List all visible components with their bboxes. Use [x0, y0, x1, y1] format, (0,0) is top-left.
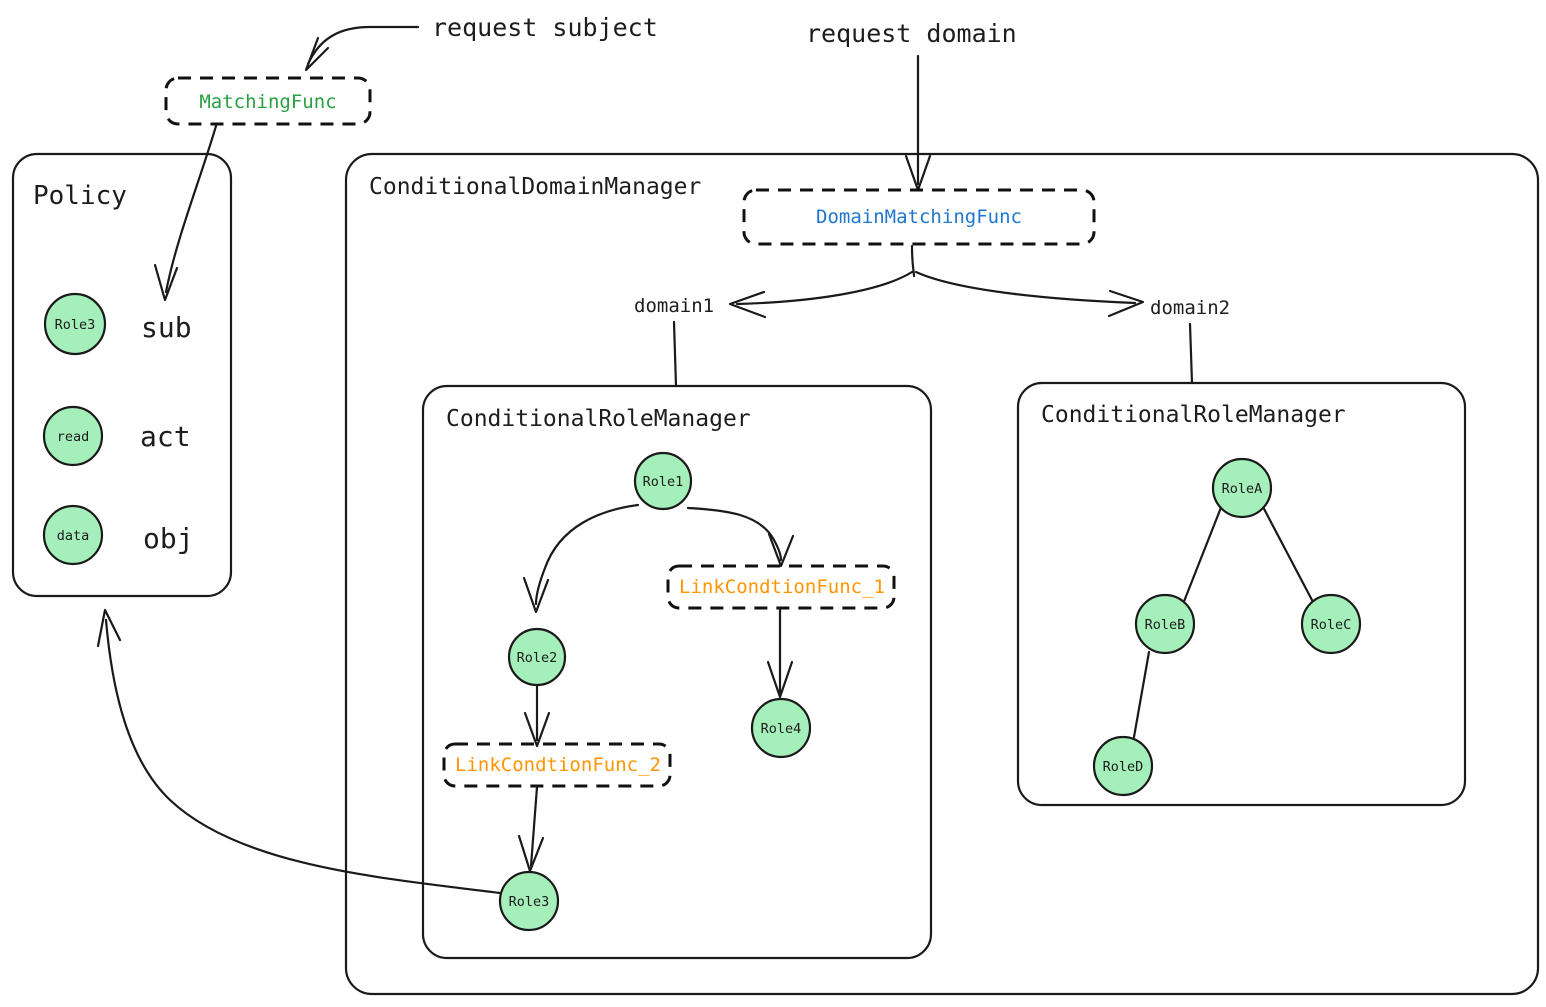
- edge-role2-to-lcf2: [523, 684, 551, 748]
- conditional-role-manager-right: ConditionalRoleManager RoleA RoleB RoleC: [1016, 381, 1467, 807]
- domain-matching-func-node[interactable]: DomainMatchingFunc: [742, 188, 1096, 246]
- edge-to-domain1: [735, 270, 914, 306]
- node-roleD-label: RoleD: [1103, 759, 1144, 775]
- conditional-role-manager-left: ConditionalRoleManager Role1 LinkCondtio…: [421, 384, 933, 960]
- conditional-role-manager-left-box: [421, 384, 933, 960]
- node-roleA-circle[interactable]: [1211, 457, 1273, 519]
- link-condtion-func-1-node[interactable]: LinkCondtionFunc_1: [666, 564, 896, 610]
- node-roleD-circle[interactable]: [1092, 735, 1154, 797]
- node-roleC-label: RoleC: [1311, 617, 1352, 633]
- node-role4-label: Role4: [761, 721, 802, 737]
- conditional-role-manager-left-title: ConditionalRoleManager: [446, 406, 751, 432]
- edge-to-domain2-head: [1107, 289, 1145, 318]
- edge-lcf1-to-role4: [766, 607, 794, 699]
- domain-split-edges: domain1 domain2: [634, 244, 1230, 388]
- conditional-domain-manager-title: ConditionalDomainManager: [369, 174, 701, 200]
- edge-role2-to-lcf2-head: [523, 711, 551, 748]
- matchingfunc-to-sub-head: [153, 263, 179, 302]
- edge-lcf2-to-role3-line: [529, 785, 539, 868]
- node-role1[interactable]: Role1: [633, 451, 693, 511]
- domain1-label: domain1: [634, 295, 714, 317]
- edge-role1-to-role2: [522, 503, 640, 614]
- node-role3-circle[interactable]: [498, 870, 560, 932]
- node-role2[interactable]: Role2: [507, 627, 567, 687]
- matching-func-label: MatchingFunc: [199, 91, 336, 113]
- edge-to-domain1-head: [728, 290, 767, 319]
- request-subject-annotation: request subject: [304, 13, 658, 72]
- node-role3[interactable]: Role3: [498, 870, 560, 932]
- node-roleD[interactable]: RoleD: [1092, 735, 1154, 797]
- link-condtion-func-1-box: [666, 564, 896, 610]
- edge-lcf1-to-role4-head: [766, 660, 794, 699]
- node-roleB-circle[interactable]: [1134, 593, 1196, 655]
- edge-to-domain2: [914, 270, 1137, 305]
- node-roleA[interactable]: RoleA: [1211, 457, 1273, 519]
- matching-func-node[interactable]: MatchingFunc: [164, 76, 372, 126]
- policy-node-label-act: read: [57, 429, 90, 445]
- policy-field-obj: obj: [143, 522, 194, 555]
- node-role1-label: Role1: [643, 474, 684, 490]
- node-role1-circle[interactable]: [633, 451, 693, 511]
- edge-role1-to-role2-head: [522, 576, 550, 614]
- domain-split-stem: [910, 244, 916, 278]
- node-roleC-circle[interactable]: [1300, 593, 1362, 655]
- matching-func-box: [164, 76, 372, 126]
- node-role4-circle[interactable]: [750, 697, 812, 759]
- policy-field-sub: sub: [141, 311, 192, 344]
- request-subject-arrow-line: [306, 25, 420, 66]
- policy-node-circle-obj[interactable]: [42, 504, 104, 566]
- conditional-role-manager-right-title: ConditionalRoleManager: [1041, 402, 1346, 428]
- edge-lcf2-to-role3: [517, 785, 545, 873]
- node-role3-label: Role3: [509, 894, 550, 910]
- node-role2-label: Role2: [517, 650, 558, 666]
- policy-box: [11, 152, 233, 598]
- domain-matching-func-label: DomainMatchingFunc: [816, 206, 1022, 228]
- policy-row-sub: Role3 sub: [43, 292, 192, 356]
- edge-role1-to-role2-line: [534, 503, 640, 606]
- edge-role1-to-lcf1-line: [686, 506, 783, 562]
- edge-roleA-roleC: [1260, 503, 1315, 604]
- domain2-label: domain2: [1150, 297, 1230, 319]
- matchingfunc-to-sub-line: [164, 124, 218, 294]
- edge-role1-to-lcf1: [686, 506, 795, 568]
- edge-role1-to-lcf1-head: [767, 532, 795, 568]
- edge-roleB-roleD: [1132, 650, 1151, 739]
- conditional-domain-manager-box: [344, 152, 1540, 996]
- policy-node-circle-act[interactable]: [42, 405, 104, 467]
- node-roleB[interactable]: RoleB: [1134, 593, 1196, 655]
- matchingfunc-to-sub-arrow: [153, 124, 218, 302]
- conditional-domain-manager-container: ConditionalDomainManager: [344, 152, 1540, 996]
- request-domain-annotation: request domain: [806, 19, 1017, 192]
- node-roleA-label: RoleA: [1222, 481, 1263, 497]
- node-roleC[interactable]: RoleC: [1300, 593, 1362, 655]
- request-subject-label: request subject: [432, 13, 658, 42]
- request-domain-label: request domain: [806, 19, 1017, 48]
- edge-role3-to-policy-head: [96, 608, 122, 648]
- edge-role3-to-policy: [96, 608, 502, 895]
- policy-row-obj: data obj: [42, 504, 194, 566]
- conditional-role-manager-right-box: [1016, 381, 1467, 807]
- edge-roleA-roleB: [1181, 503, 1224, 606]
- policy-node-label-obj: data: [57, 528, 90, 544]
- policy-field-act: act: [140, 420, 191, 453]
- link-condtion-func-2-label: LinkCondtionFunc_2: [455, 754, 661, 776]
- node-role4[interactable]: Role4: [750, 697, 812, 759]
- link-condtion-func-2-node[interactable]: LinkCondtionFunc_2: [442, 742, 672, 788]
- policy-node-circle-sub[interactable]: [43, 292, 107, 356]
- policy-container: Policy Role3 sub read act data obj: [11, 152, 233, 598]
- policy-row-act: read act: [42, 405, 191, 467]
- domain2-to-role-manager-line: [1188, 322, 1194, 385]
- domain-matching-func-box: [742, 188, 1096, 246]
- edge-role3-to-policy-line: [104, 618, 502, 895]
- request-subject-arrow-head: [304, 36, 330, 72]
- policy-node-label-sub: Role3: [55, 317, 96, 333]
- policy-title: Policy: [33, 181, 127, 211]
- link-condtion-func-1-label: LinkCondtionFunc_1: [679, 576, 885, 598]
- node-roleB-label: RoleB: [1145, 617, 1186, 633]
- link-condtion-func-2-box: [442, 742, 672, 788]
- domain1-to-role-manager-line: [672, 320, 678, 388]
